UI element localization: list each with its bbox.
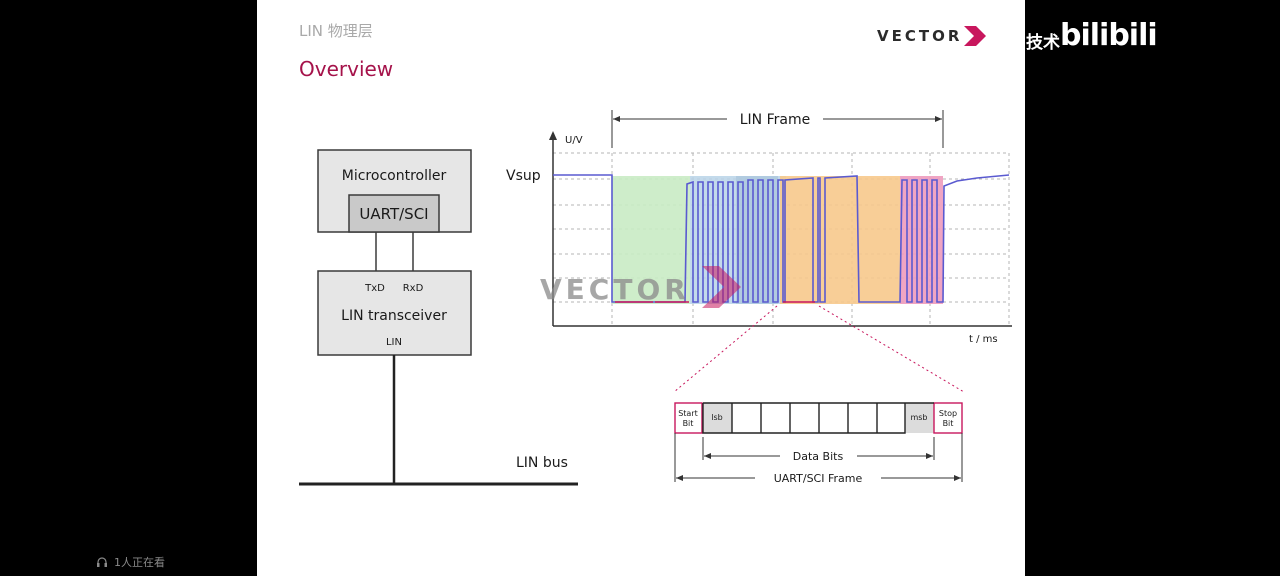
- watermark-chevron-icon: [702, 266, 741, 308]
- vector-logo-text: VECTOR: [877, 27, 963, 45]
- headphones-icon: [97, 557, 107, 567]
- bilibili-logo: bilibili: [1060, 18, 1158, 53]
- vector-logo: VECTOR: [877, 24, 988, 48]
- rxd-label: RxD: [403, 283, 424, 294]
- y-axis-label: U/V: [565, 135, 583, 146]
- stop-bit-box: [933, 402, 963, 434]
- stop-bit-label-1: Stop: [939, 409, 957, 418]
- viewer-count-text: 1人正在看: [114, 556, 165, 569]
- lsb-box: [703, 403, 732, 433]
- uart-label: UART/SCI: [359, 205, 428, 223]
- msb-box: [905, 403, 934, 433]
- lsb-label: lsb: [711, 413, 722, 422]
- channel-text: 技术: [1026, 33, 1060, 53]
- page-title: Overview: [299, 57, 394, 81]
- uart-box: [348, 194, 440, 233]
- x-axis-label: t / ms: [969, 334, 998, 345]
- page-indicator: 2/6: [269, 553, 287, 566]
- section-title: LIN 物理层: [299, 22, 373, 40]
- lin-pin-label: LIN: [386, 337, 402, 348]
- sync-break-field: [612, 176, 690, 304]
- stop-bit-label-2: Bit: [943, 419, 954, 428]
- transceiver-label: LIN transceiver: [341, 308, 447, 324]
- slide: LIN 物理层 Overview VECTOR Microcontroller …: [257, 0, 1025, 576]
- vsup-label: Vsup: [506, 168, 541, 184]
- uart-frame-detail: Start Bit lsb msb Stop Bit Data Bits: [674, 402, 963, 485]
- msb-label: msb: [910, 413, 927, 422]
- viewer-count: 1人正在看: [96, 554, 165, 570]
- uart-bit-wave: [702, 403, 906, 434]
- lin-bus-label: LIN bus: [516, 455, 568, 471]
- start-bit-label-1: Start: [678, 409, 698, 418]
- waveform-plot: U/V t / ms Vsup VECTOR: [506, 131, 1012, 345]
- microcontroller-label: Microcontroller: [342, 168, 447, 184]
- start-bit-label-2: Bit: [683, 419, 694, 428]
- lin-diagram: Microcontroller UART/SCI TxD RxD LIN tra…: [299, 110, 1012, 486]
- start-bit-box: [674, 402, 703, 434]
- data-field: [780, 176, 900, 304]
- lin-frame-label: LIN Frame: [740, 112, 810, 128]
- vector-watermark: VECTOR: [540, 273, 690, 306]
- zoom-line-right: [818, 305, 965, 393]
- txd-label: TxD: [364, 283, 385, 294]
- zoom-line-left: [673, 305, 778, 393]
- data-bits-label: Data Bits: [793, 450, 844, 463]
- chevron-logo-icon: [964, 26, 987, 46]
- uart-frame-label: UART/SCI Frame: [774, 472, 863, 485]
- lin-signal: [553, 174, 1010, 303]
